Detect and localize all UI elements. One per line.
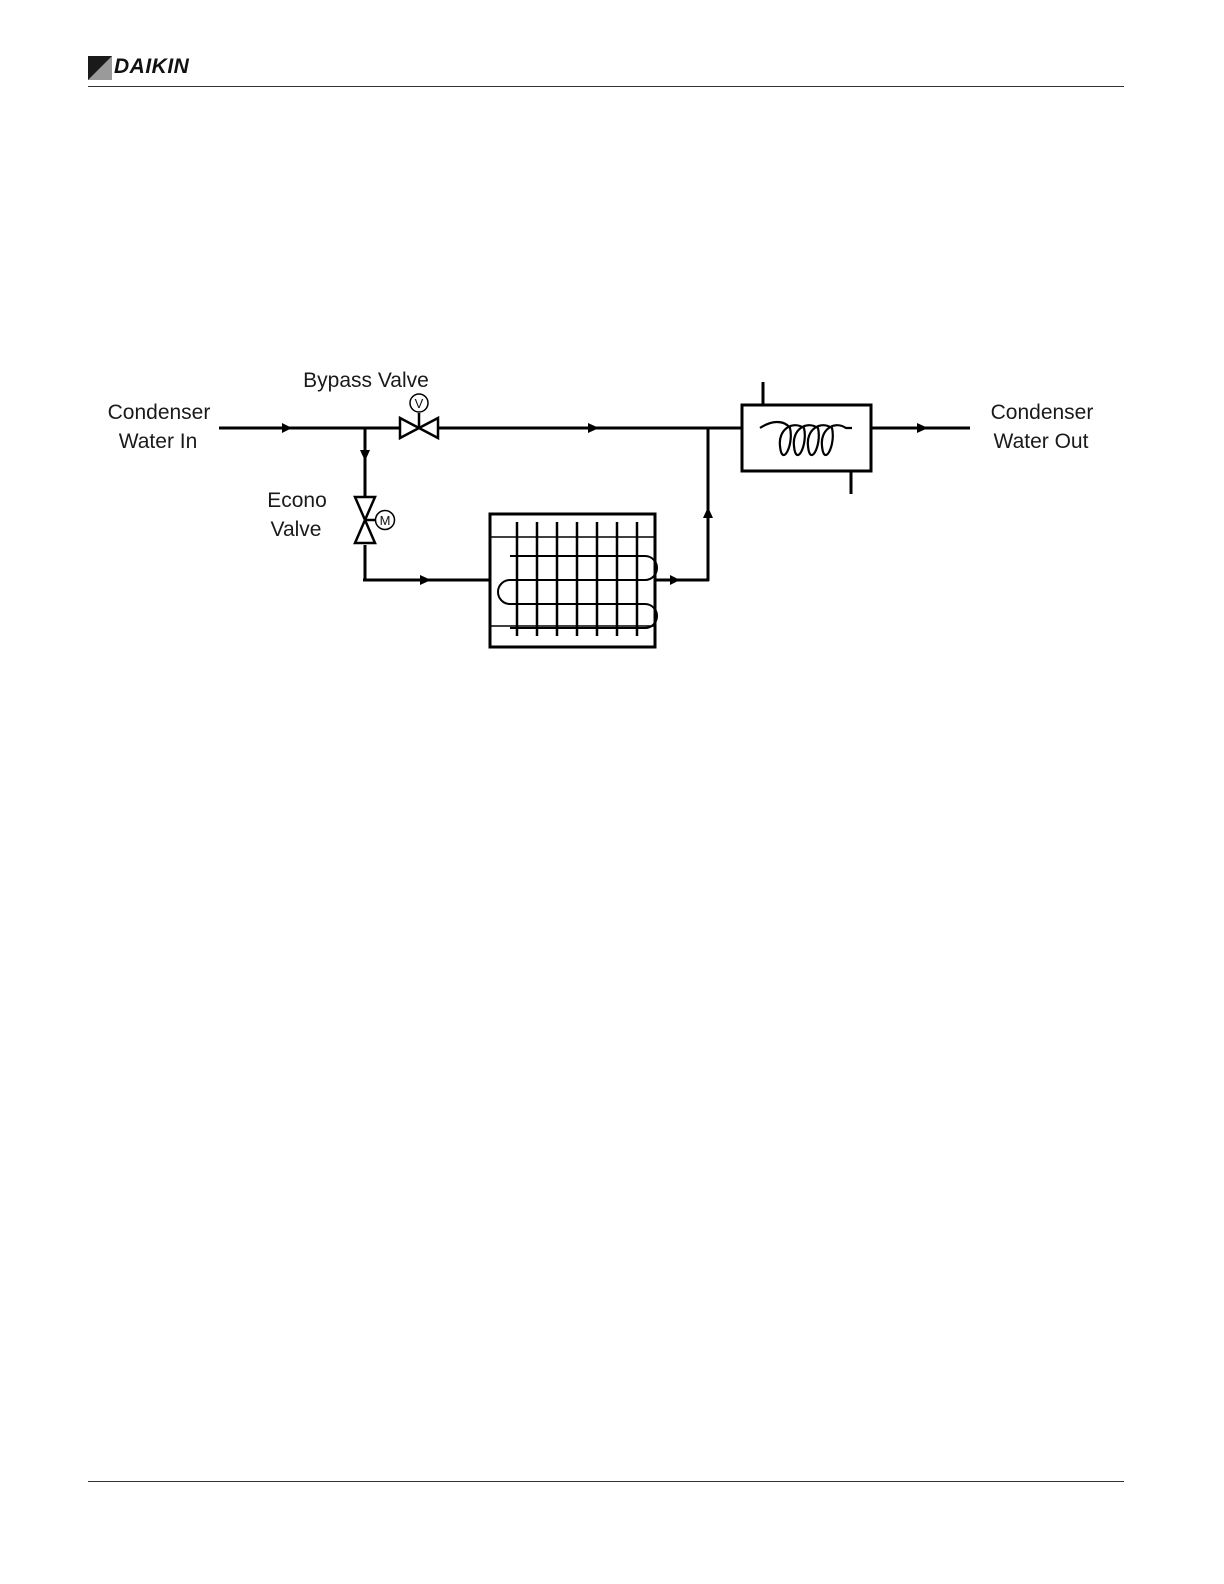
- condenser-water-out-label: Condenser: [991, 401, 1094, 424]
- econo-branch-pipe: [363, 428, 490, 580]
- econo-actuator-symbol: M: [380, 513, 391, 528]
- footer-rule: [88, 1481, 1124, 1482]
- econo-valve-label: Econo: [267, 489, 327, 512]
- condenser-water-out-label: Water Out: [994, 430, 1089, 453]
- condenser-water-in-label: Water In: [119, 430, 198, 453]
- econo-valve-label: Valve: [271, 518, 322, 541]
- flow-arrow: [360, 450, 431, 585]
- economizer-coil-icon: [490, 514, 657, 647]
- condenser-water-in-label: Condenser: [108, 401, 211, 424]
- return-pipe: [655, 428, 709, 581]
- bypass-actuator-symbol: V: [415, 396, 424, 411]
- condenser-icon: [742, 382, 871, 494]
- bypass-valve-label: Bypass Valve: [303, 369, 429, 392]
